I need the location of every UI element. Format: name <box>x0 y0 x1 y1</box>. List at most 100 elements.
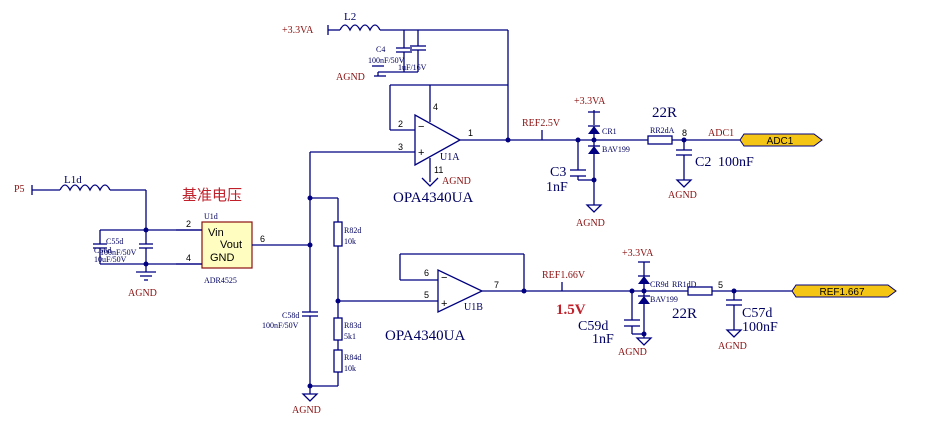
port-adc1-label: ADC1 <box>767 136 794 147</box>
cr9d-part: BAV199 <box>650 295 678 304</box>
ic-u1d: U1d Vin Vout GND ADR4525 2 4 6 <box>176 212 310 285</box>
u1d-vout: Vout <box>220 239 242 251</box>
port-ref1667-label: REF1.667 <box>819 287 864 298</box>
c59d-value: 1nF <box>592 332 614 347</box>
rr1dd-value: 22R <box>672 306 697 322</box>
u1a-part: OPA4340UA <box>393 190 473 206</box>
u1a-pin3: 3 <box>398 142 403 152</box>
c55d-ref: C55d <box>106 237 123 246</box>
gnd-c57d-label: AGND <box>718 341 747 352</box>
u1d-ref: U1d <box>204 212 218 221</box>
gnd-cr1: AGND <box>576 204 605 229</box>
c58d-ref: C58d <box>282 311 299 320</box>
gnd-u1d: AGND <box>128 271 157 299</box>
port-adc1: ADC1 <box>739 133 823 147</box>
r83d-value: 5k1 <box>344 332 356 341</box>
u1d-gnd: GND <box>210 252 235 264</box>
c3-ref: C3 <box>550 165 566 180</box>
c58d-value: 100nF/50V <box>262 321 299 330</box>
u1a-minus-sign: − <box>418 121 424 133</box>
r82d-ref: R82d <box>344 226 361 235</box>
u1a-pin4: 4 <box>433 102 438 112</box>
chinese-title: 基准电压 <box>182 186 242 204</box>
power-33va-d1: +3.3VA <box>574 96 606 107</box>
l2-ref: L2 <box>344 11 356 23</box>
gnd-c57d: AGND <box>718 329 747 352</box>
gnd-cr1-label: AGND <box>576 218 605 229</box>
port-p5: P5 <box>14 184 60 195</box>
u1d-vin: Vin <box>208 227 224 239</box>
u1b-pin5: 5 <box>424 290 429 300</box>
r84d-value: 10k <box>344 364 356 373</box>
inductor-l1d: L1d <box>59 174 147 230</box>
c4-ref: C4 <box>376 45 385 54</box>
c59d-ref: C59d <box>578 319 608 334</box>
gnd-u1a-label: AGND <box>442 176 471 187</box>
rr1dd-pin: 5 <box>718 280 723 290</box>
capacitor-c59d: C59d 1nF <box>578 291 640 347</box>
net-ref25-label: REF2.5V <box>522 118 561 129</box>
resistor-rr2da: 22R RR2dA 8 <box>647 105 740 145</box>
c4-value2: 1uF/16V <box>398 63 427 72</box>
capacitor-c58d: C58d 100nF/50V <box>262 300 318 386</box>
rr2da-value: 22R <box>652 105 677 121</box>
opamp-u1b: − + 6 5 7 U1B OPA4340UA <box>385 268 499 344</box>
net-ref166: REF1.66V <box>542 270 586 291</box>
u1d-pin4: 4 <box>186 253 191 263</box>
resistor-r84d: R84d 10k <box>333 349 361 373</box>
u1b-ref: U1B <box>464 302 483 313</box>
power-33va-d2: +3.3VA <box>622 248 654 259</box>
net-ref166-label: REF1.66V <box>542 270 586 281</box>
u1a-pin2: 2 <box>398 119 403 129</box>
gnd-u1d-label: AGND <box>128 288 157 299</box>
c3-value: 1nF <box>546 180 568 195</box>
diode-cr9d: +3.3VA CR9d BAV199 <box>622 248 678 338</box>
gnd-u1a: AGND <box>421 176 471 187</box>
rr2da-pin: 8 <box>682 128 687 138</box>
r82d-value: 10k <box>344 237 356 246</box>
r84d-ref: R84d <box>344 353 361 362</box>
diode-cr1: +3.3VA CR1 BAV199 <box>574 96 630 205</box>
r83d-ref: R83d <box>344 321 361 330</box>
c2-label: C2 <box>695 155 711 170</box>
u1b-pin7: 7 <box>494 280 499 290</box>
u1a-pin11: 11 <box>434 165 443 175</box>
capacitor-c57d: C57d 100nF <box>726 291 778 335</box>
u1b-pin6: 6 <box>424 268 429 278</box>
capacitor-c4: C4 100nF/50V 1uF/16V <box>368 30 427 73</box>
power-33va-top-label: +3.3VA <box>282 25 314 36</box>
u1b-part: OPA4340UA <box>385 328 465 344</box>
l1d-ref: L1d <box>64 174 82 186</box>
c56d-value: 10uF/50V <box>94 255 127 264</box>
c55d-value: 100nF/50V <box>100 248 137 257</box>
u1b-minus-sign: − <box>441 272 447 284</box>
gnd-c2-label: AGND <box>668 190 697 201</box>
cr1-ref: CR1 <box>602 127 617 136</box>
cr1-part: BAV199 <box>602 145 630 154</box>
u1a-ref: U1A <box>440 152 460 163</box>
opamp-u1a: 4 11 − + 2 3 1 U1A OPA4340UA <box>393 102 473 206</box>
capacitor-c2: C2 100nF <box>676 140 754 180</box>
gnd-c2: AGND <box>668 179 697 201</box>
c2-value: 100nF <box>718 155 754 170</box>
net-adc1-label: ADC1 <box>708 128 734 139</box>
capacitor-c3: C3 1nF <box>546 140 594 195</box>
port-p5-label: P5 <box>14 184 25 195</box>
c57d-value: 100nF <box>742 320 778 335</box>
gnd-c4: AGND <box>336 65 386 83</box>
gnd-divider-label: AGND <box>292 405 321 416</box>
c57d-ref: C57d <box>742 306 772 321</box>
u1d-part: ADR4525 <box>204 276 237 285</box>
gnd-divider: AGND <box>292 386 321 416</box>
port-ref1667: REF1.667 <box>791 284 897 298</box>
resistor-rr1dd: RR1dD 22R 5 <box>672 280 792 322</box>
voltage-annotation: 1.5V <box>556 302 586 318</box>
c4-value1: 100nF/50V <box>368 56 405 65</box>
power-33va-top: +3.3VA <box>282 25 340 36</box>
resistor-r82d: R82d 10k <box>333 221 361 247</box>
net-ref25: REF2.5V <box>522 118 561 140</box>
cr9d-ref: CR9d <box>650 280 669 289</box>
rr2da-ref: RR2dA <box>650 126 675 135</box>
u1d-pin6: 6 <box>260 234 265 244</box>
